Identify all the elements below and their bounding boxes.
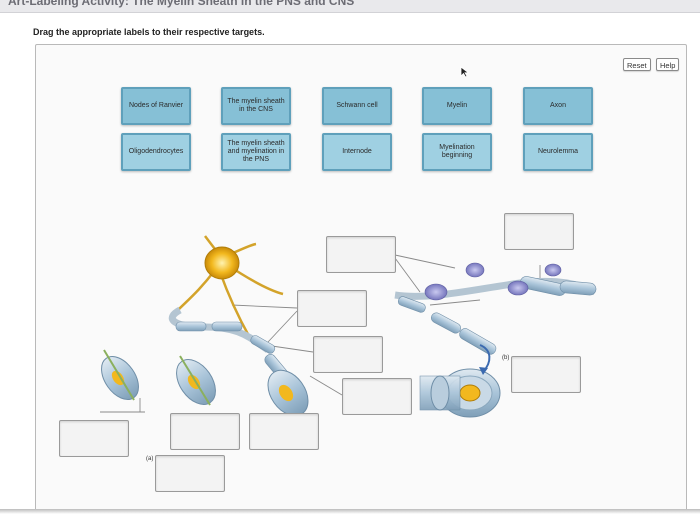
- activity-title-bar: Art-Labeling Activity: The Myelin Sheath…: [0, 0, 700, 13]
- drop-target-8[interactable]: [170, 413, 240, 450]
- drop-target-4[interactable]: [313, 336, 383, 373]
- label-internode[interactable]: Internode: [322, 133, 392, 171]
- label-myelin[interactable]: Myelin: [422, 87, 492, 125]
- help-button[interactable]: Help: [656, 58, 680, 71]
- figure-part-b-label: (b): [502, 355, 510, 361]
- drop-target-6[interactable]: [511, 356, 581, 393]
- activity-title: Art-Labeling Activity: The Myelin Sheath…: [8, 0, 355, 8]
- reset-button[interactable]: Reset: [623, 58, 651, 71]
- drop-target-3[interactable]: [297, 290, 367, 327]
- instructions-text: Drag the appropriate labels to their res…: [33, 27, 265, 37]
- drop-target-7[interactable]: [59, 420, 129, 457]
- label-myelination-beginning[interactable]: Myelination beginning: [422, 133, 492, 171]
- drop-target-1[interactable]: [326, 236, 396, 273]
- page-bottom-edge: [0, 509, 700, 514]
- label-myelin-sheath-cns[interactable]: The myelin sheath in the CNS: [221, 87, 291, 125]
- drop-target-9[interactable]: [249, 413, 319, 450]
- label-neurolemma[interactable]: Neurolemma: [523, 133, 593, 171]
- label-axon[interactable]: Axon: [523, 87, 593, 125]
- label-schwann-cell[interactable]: Schwann cell: [322, 87, 392, 125]
- figure-part-a-label: (a): [146, 456, 154, 462]
- label-nodes-of-ranvier[interactable]: Nodes of Ranvier: [121, 87, 191, 125]
- drop-target-2[interactable]: [504, 213, 574, 250]
- drop-target-5[interactable]: [342, 378, 412, 415]
- label-oligodendrocytes[interactable]: Oligodendrocytes: [121, 133, 191, 171]
- drop-target-10[interactable]: [155, 455, 225, 492]
- label-myelin-sheath-pns[interactable]: The myelin sheath and myelination in the…: [221, 133, 291, 171]
- mouse-cursor-icon: [460, 66, 470, 78]
